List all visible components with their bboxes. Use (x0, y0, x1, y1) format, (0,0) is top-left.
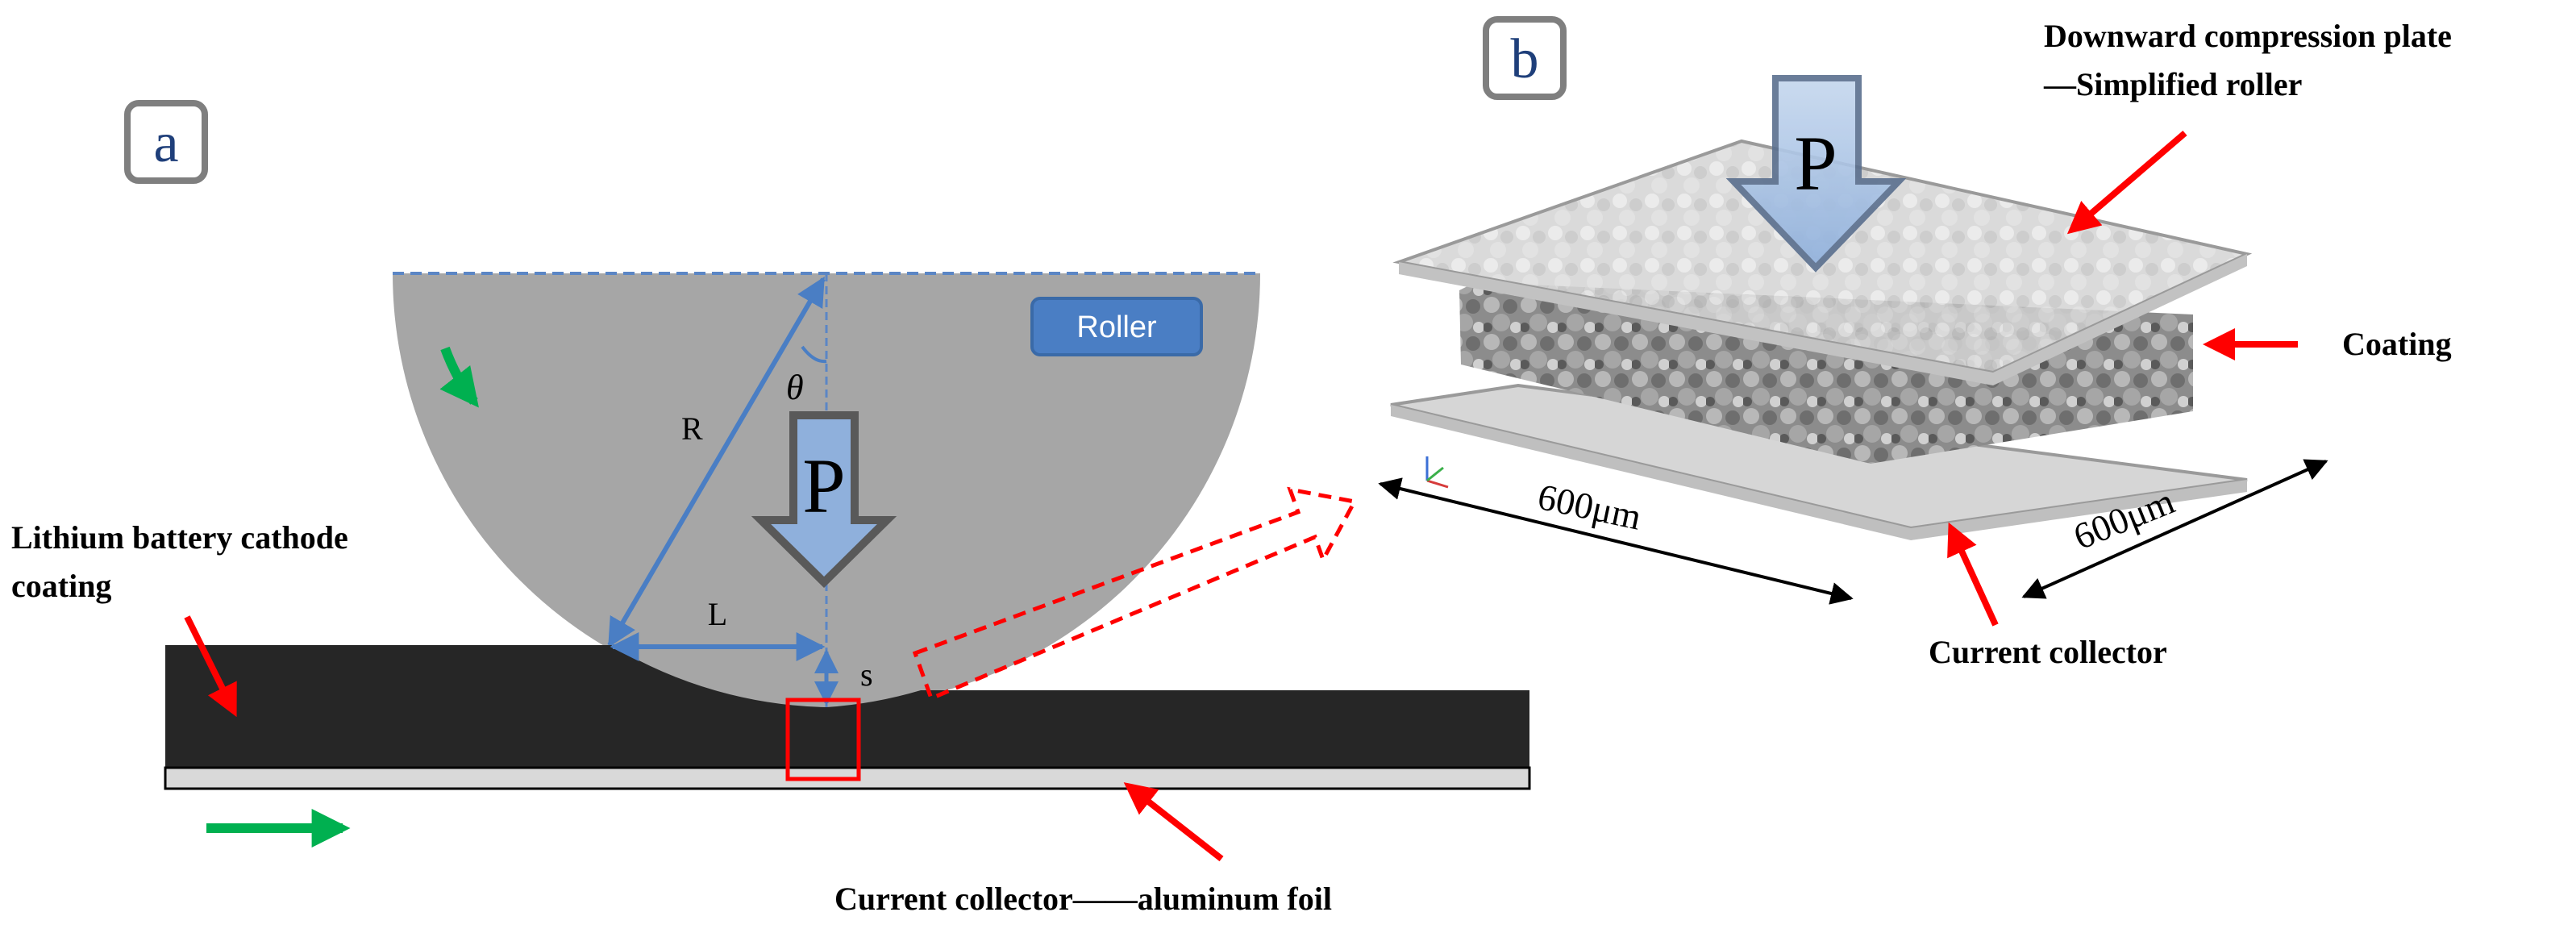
plate-label-line1: Downward compression plate (2044, 18, 2452, 54)
panel-a: a Roller R θ P L s Lithium bat (11, 100, 1531, 917)
dimension-front-line (1378, 477, 1854, 605)
collector-b-pointer-arrow (1947, 522, 1999, 627)
panel-b-letter-box (1483, 16, 1567, 100)
coating-label-line1: Lithium battery cathode (11, 519, 348, 556)
plate-pointer-arrow (2066, 130, 2187, 235)
panel-b-letter: b (1511, 28, 1539, 90)
coating-pointer-arrow (184, 615, 237, 718)
radius-line (607, 276, 826, 648)
symbol-L: L (708, 596, 727, 632)
panel-a-letter: a (153, 112, 178, 174)
dimension-side-line (2021, 459, 2328, 599)
coating-layer (165, 645, 1529, 768)
pressure-arrow-icon (751, 411, 897, 589)
foil-pointer-arrow (1123, 782, 1224, 862)
pressure-arrow-b-icon (1725, 75, 1907, 273)
roller-label: Roller (1076, 310, 1157, 344)
axis-triad-icon (1425, 456, 1449, 489)
coating-b-label: Coating (2342, 326, 2452, 362)
callout-arrow-icon (912, 486, 1358, 702)
theta-arc (801, 345, 827, 364)
foil-label: Current collector——aluminum foil (834, 881, 1332, 917)
collector-b-label: Current collector (1929, 634, 2167, 670)
roller-badge (1030, 297, 1203, 356)
dimension-front-label: 600μm (1534, 476, 1645, 538)
rotation-arrow-icon (439, 346, 479, 408)
symbol-P-b: P (1794, 120, 1837, 206)
coating-label-line2: coating (11, 568, 111, 604)
symbol-R: R (681, 410, 703, 447)
plate-label-line2: —Simplified roller (2043, 66, 2302, 102)
panel-a-letter-box (124, 100, 208, 184)
panel-b: b P 600μm 600μm Downward compression pla… (1378, 16, 2452, 670)
symbol-P-a: P (802, 443, 845, 529)
symbol-theta: θ (786, 368, 804, 407)
symbol-s: s (860, 656, 873, 693)
focus-box (785, 698, 861, 781)
